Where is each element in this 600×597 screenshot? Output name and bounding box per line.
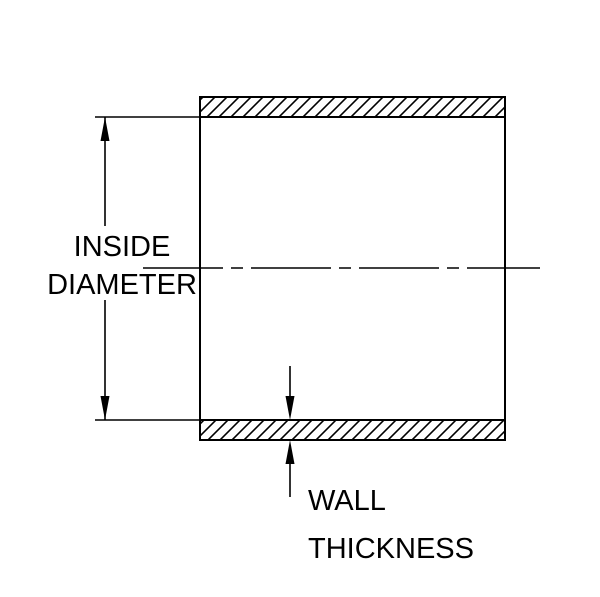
tube-outer-outline [199, 96, 506, 441]
wall-thickness-label-line2: THICKNESS [308, 533, 474, 565]
arrow-down-icon [285, 396, 295, 420]
tube-cross-section [143, 96, 540, 441]
arrow-up-icon [100, 117, 110, 141]
tube-top-wall-hatch [199, 96, 506, 118]
tube-bottom-wall-hatch [199, 419, 506, 441]
wall-thickness-callout: WALL THICKNESS [285, 366, 474, 565]
wall-thickness-label-line1: WALL [308, 485, 386, 517]
arrow-down-icon [100, 396, 110, 420]
inside-diameter-label-line1: INSIDE [74, 231, 171, 263]
inside-diameter-label-line2: DIAMETER [47, 269, 197, 301]
arrow-up-icon [285, 440, 295, 464]
inside-diameter-dimension: INSIDE DIAMETER [47, 116, 200, 421]
